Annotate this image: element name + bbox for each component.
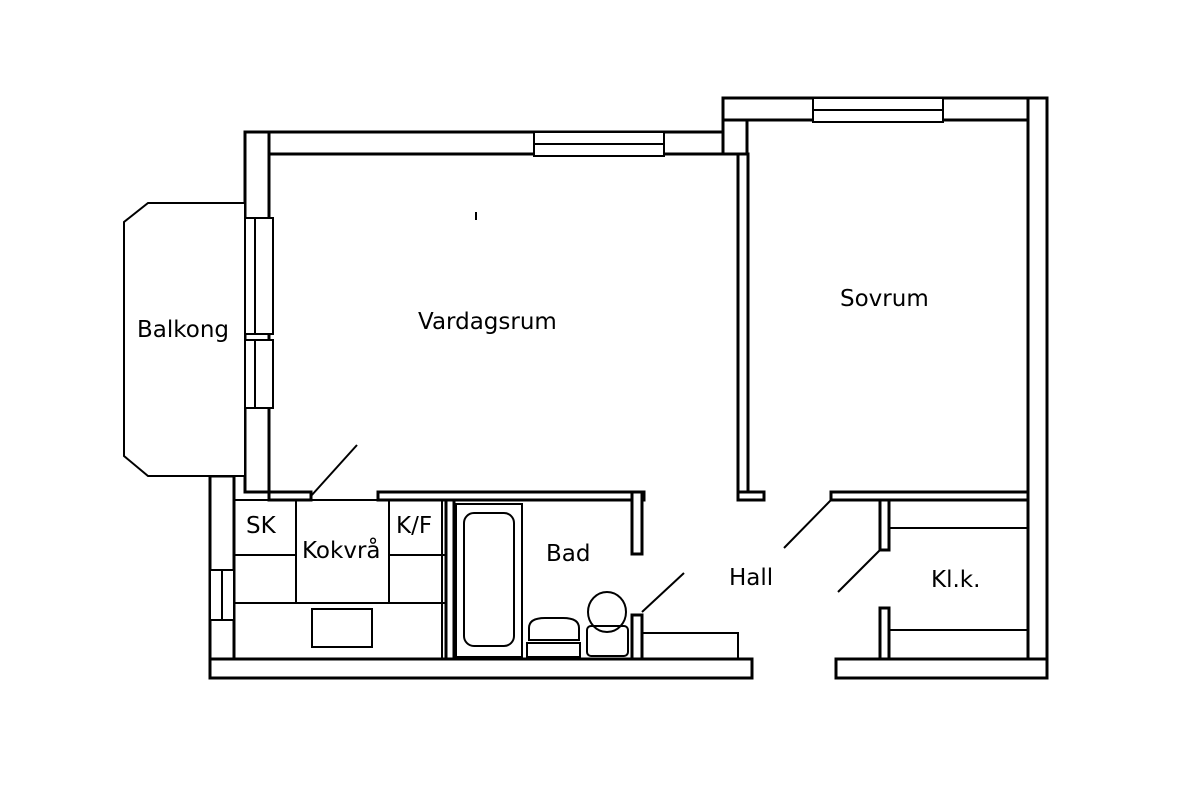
door-bedroom [783, 499, 832, 549]
bathroom [455, 503, 629, 658]
label-balkong: Balkong [137, 317, 229, 343]
label-sk: SK [246, 513, 277, 539]
wall-bottom-right [834, 657, 1049, 680]
wall-kitchen-bath-top [376, 490, 646, 502]
closet-shelf-bottom [888, 629, 1029, 660]
kitchen-stove [311, 608, 373, 648]
room-labels: Balkong Vardagsrum Sovrum SK Kokvrå K/F … [137, 286, 980, 593]
label-kokvra: Kokvrå [302, 536, 381, 564]
label-vardagsrum: Vardagsrum [418, 309, 557, 335]
door-closet [837, 549, 881, 593]
wall-kitchen-bath [444, 498, 456, 661]
wall-stub-hall-left [736, 490, 766, 502]
hall-cabinet [641, 632, 739, 660]
sink-base [526, 642, 581, 658]
toilet-bowl [587, 591, 627, 633]
outer-walls [208, 96, 1049, 680]
label-bad: Bad [546, 541, 590, 567]
balcony-door-1 [244, 217, 274, 335]
wall-bath-right-lower [630, 613, 644, 661]
closet-shelf-top [888, 499, 1029, 529]
sink [528, 617, 580, 641]
wall-right [1026, 96, 1049, 680]
label-hall: Hall [729, 565, 773, 591]
bathtub-inner [463, 512, 515, 647]
label-sovrum: Sovrum [840, 286, 929, 312]
kitchen-lower-left [233, 554, 297, 604]
balcony-outline [123, 202, 246, 477]
wall-bath-right-upper [630, 490, 644, 556]
wall-closet-lower [878, 606, 891, 661]
wall-closet-upper [878, 498, 891, 552]
door-bath [641, 572, 685, 613]
wall-top-living [243, 130, 747, 156]
kitchen [233, 498, 456, 661]
doors [310, 444, 881, 613]
label-kf: K/F [396, 513, 432, 539]
balcony-door-2 [244, 339, 274, 409]
wall-bottom-left [208, 657, 754, 680]
wall-bedroom-bottom [829, 490, 1030, 502]
windows [209, 97, 944, 621]
label-klk: Kl.k. [931, 567, 980, 593]
bathtub-outer [455, 503, 523, 658]
kitchen-counter [233, 602, 447, 660]
wall-living-bedroom [736, 152, 750, 500]
interior-walls [267, 152, 1030, 661]
kitchen-lower-right [388, 554, 447, 604]
door-kitchen [310, 444, 358, 497]
toilet-tank [586, 625, 629, 657]
balcony [123, 202, 274, 477]
wall-stub-kitchen [267, 490, 313, 502]
